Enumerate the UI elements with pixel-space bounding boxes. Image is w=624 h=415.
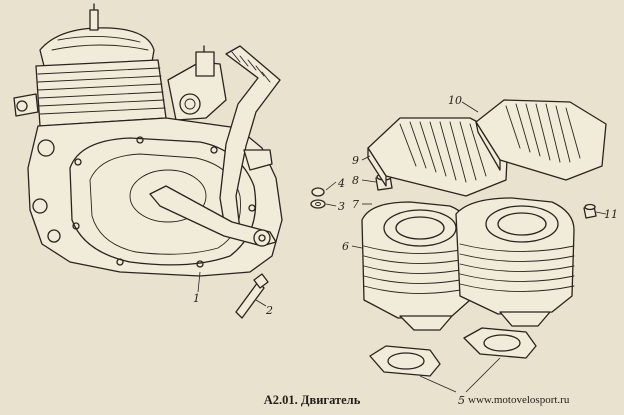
cylinder-right <box>455 197 575 327</box>
cylinder-head-right <box>475 99 607 181</box>
callout-2: 2 <box>265 304 273 317</box>
callout-8: 8 <box>352 174 359 187</box>
nut-washer-3-4 <box>310 187 326 209</box>
callout-4: 4 <box>337 177 345 190</box>
bolt-2 <box>235 273 269 319</box>
leader-lines <box>197 101 607 393</box>
callout-1: 1 <box>193 292 200 305</box>
website-credit: www.motovelosport.ru <box>468 394 570 406</box>
figure-caption: A2.01. Двигатель <box>263 393 361 407</box>
engine-assembly <box>13 3 283 277</box>
callout-3: 3 <box>338 200 345 213</box>
callout-7: 7 <box>352 198 359 211</box>
cylinder-left <box>361 201 471 331</box>
callout-labels: 1 2 3 4 5 6 7 8 9 10 11 <box>193 94 618 407</box>
gasket-right <box>463 327 537 359</box>
callout-11: 11 <box>604 208 618 221</box>
callout-6: 6 <box>342 240 349 253</box>
dowel-11 <box>583 203 597 219</box>
cylinder-head-left <box>367 117 509 197</box>
callout-10: 10 <box>448 94 462 107</box>
gasket-left <box>369 345 441 377</box>
callout-9: 9 <box>352 154 359 167</box>
callout-5: 5 <box>458 394 465 407</box>
